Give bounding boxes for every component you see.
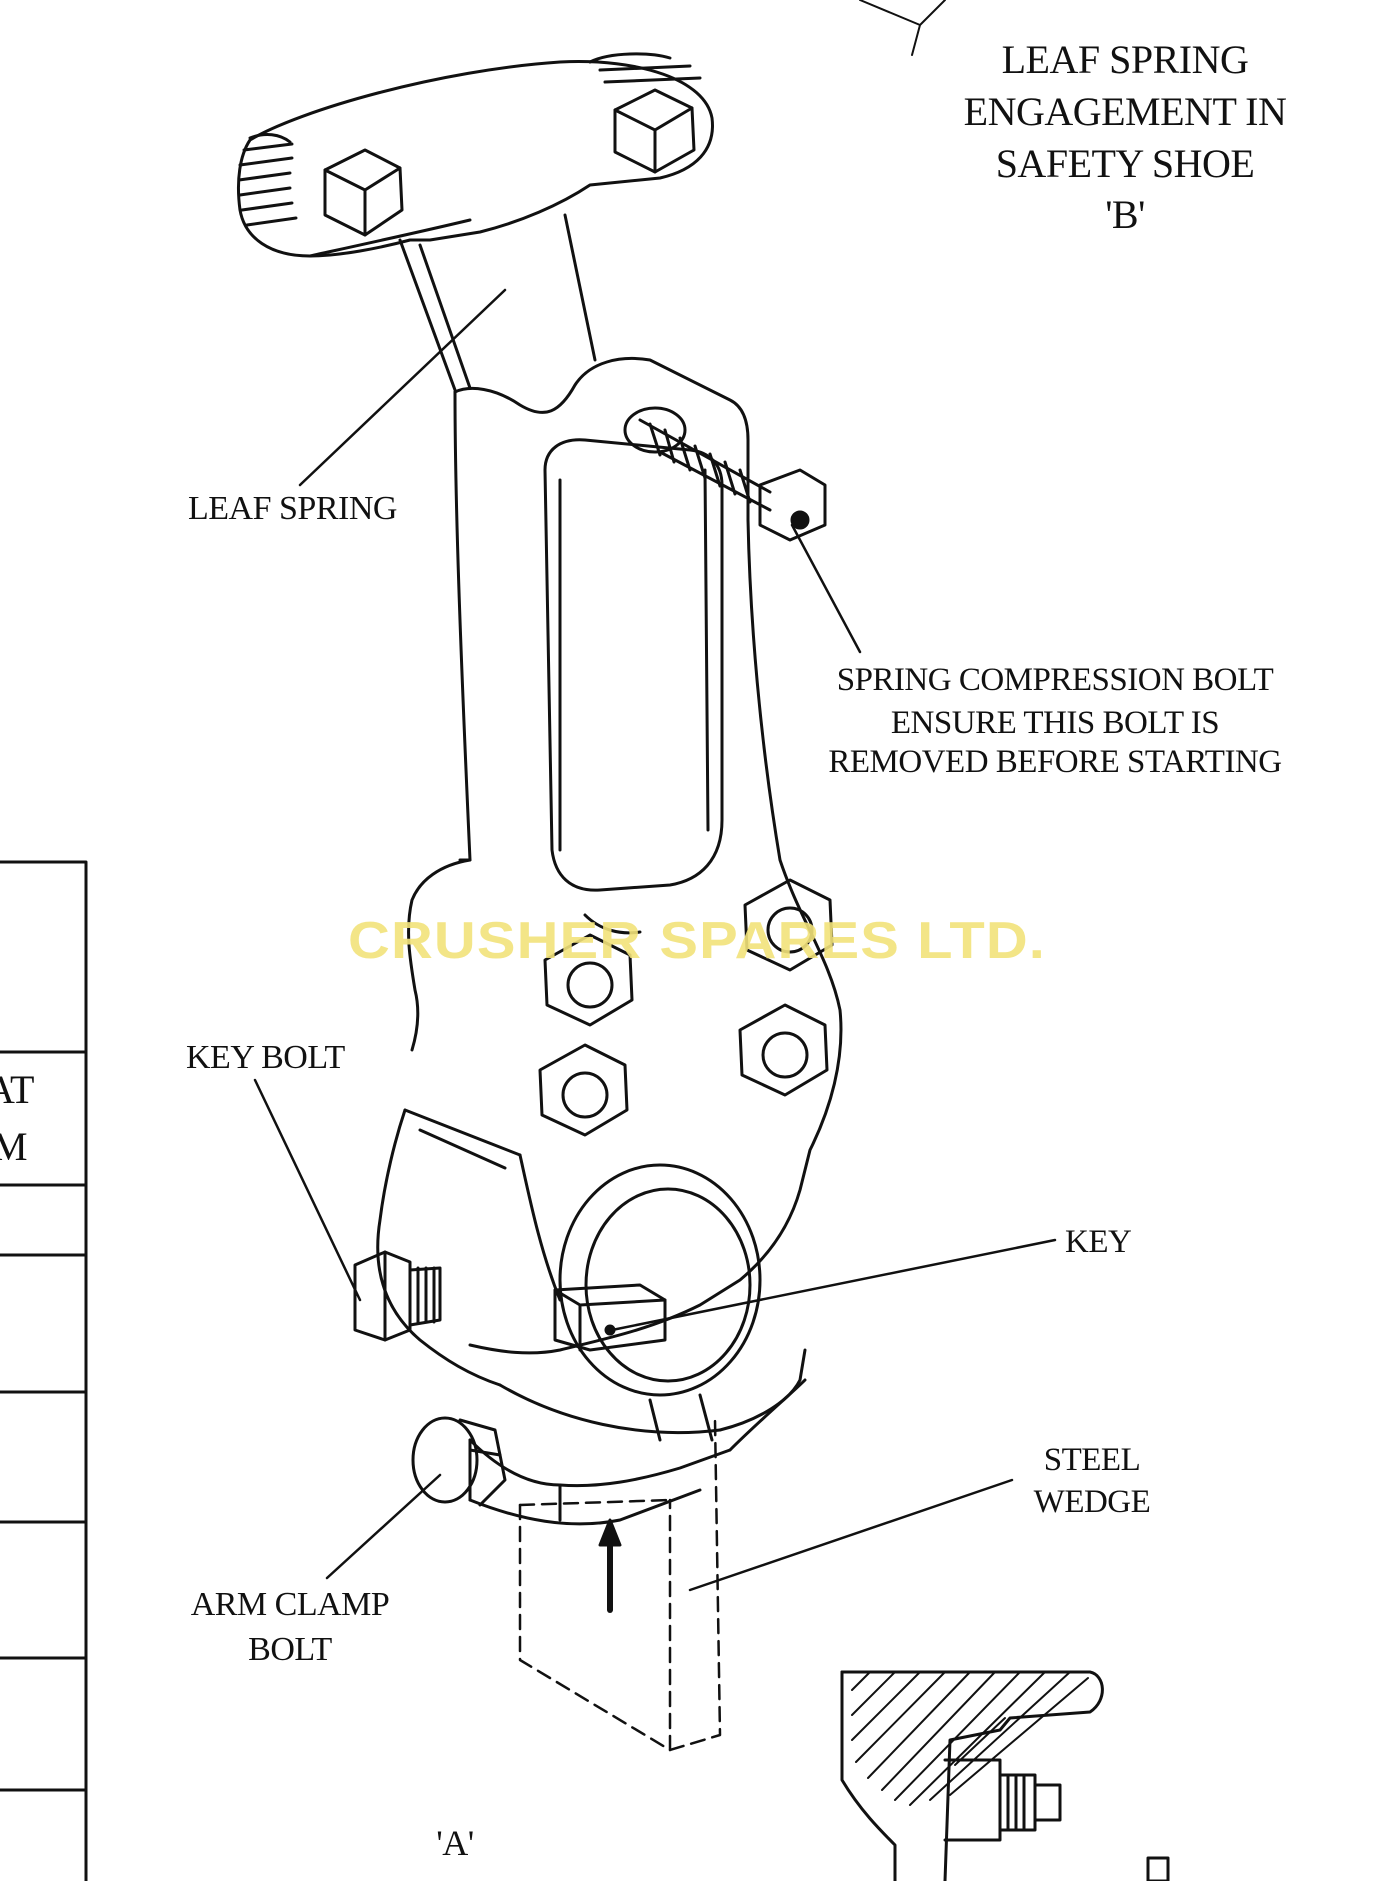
leader-lines [253,288,1057,1592]
leader-key-bolt [253,1078,362,1302]
spring-compression-bolt [623,406,827,542]
label-steel-wedge-line-2: WEDGE [1034,1484,1151,1520]
label-bolt-line-1: SPRING COMPRESSION BOLT [837,662,1274,698]
crosshead-nut-left [323,148,404,237]
wedge-arrow [598,1518,622,1613]
label-bolt-line-3: REMOVED BEFORE STARTING [828,744,1281,780]
title-line-4: 'B' [1105,192,1145,237]
label-arm-clamp-line-1: ARM CLAMP [191,1586,390,1623]
nut-upper-left [543,933,634,1027]
steel-wedge [518,1418,722,1752]
crosshead-nut-right [613,88,696,174]
leaf-spring [398,213,597,392]
table-fragment-text-1: AT [0,1067,34,1112]
label-steel-wedge-line-1: STEEL [1044,1442,1140,1478]
labels: LEAF SPRING ENGAGEMENT IN SAFETY SHOE 'B… [0,37,1287,1863]
title-line-3: SAFETY SHOE [996,141,1255,186]
leader-leaf-spring [298,288,507,487]
arm-nuts [538,878,834,1137]
leader-steel-wedge [688,1478,1014,1592]
nut-lower-right [738,1003,829,1097]
title-line-2: ENGAGEMENT IN [964,89,1287,134]
leader-key [610,1238,1057,1332]
leader-compression-bolt [790,523,862,654]
top-corner-mark [859,0,946,56]
leader-arm-clamp [325,1473,442,1580]
label-key-bolt: KEY BOLT [186,1039,345,1076]
section-detail [840,1670,1170,1881]
key-part [553,1283,667,1352]
table-fragment [0,860,88,1881]
title-line-1: LEAF SPRING [1002,37,1249,82]
label-key: KEY [1065,1224,1131,1260]
watermark: CRUSHER SPARES LTD. [348,912,1046,970]
arm-hub [376,1108,807,1526]
key-bolt-part [353,1250,442,1342]
label-arm-clamp-line-2: BOLT [248,1631,332,1668]
label-bolt-line-2: ENSURE THIS BOLT IS [891,705,1219,741]
label-view-a: 'A' [436,1823,473,1863]
nut-lower-left [538,1043,629,1137]
table-fragment-text-2: M [0,1124,27,1169]
spring-crosshead [236,52,714,258]
arm-clamp-bolt-part [411,1416,507,1507]
nut-upper-right [743,878,834,972]
label-leaf-spring: LEAF SPRING [188,490,397,527]
shaft-bore [558,1163,762,1397]
